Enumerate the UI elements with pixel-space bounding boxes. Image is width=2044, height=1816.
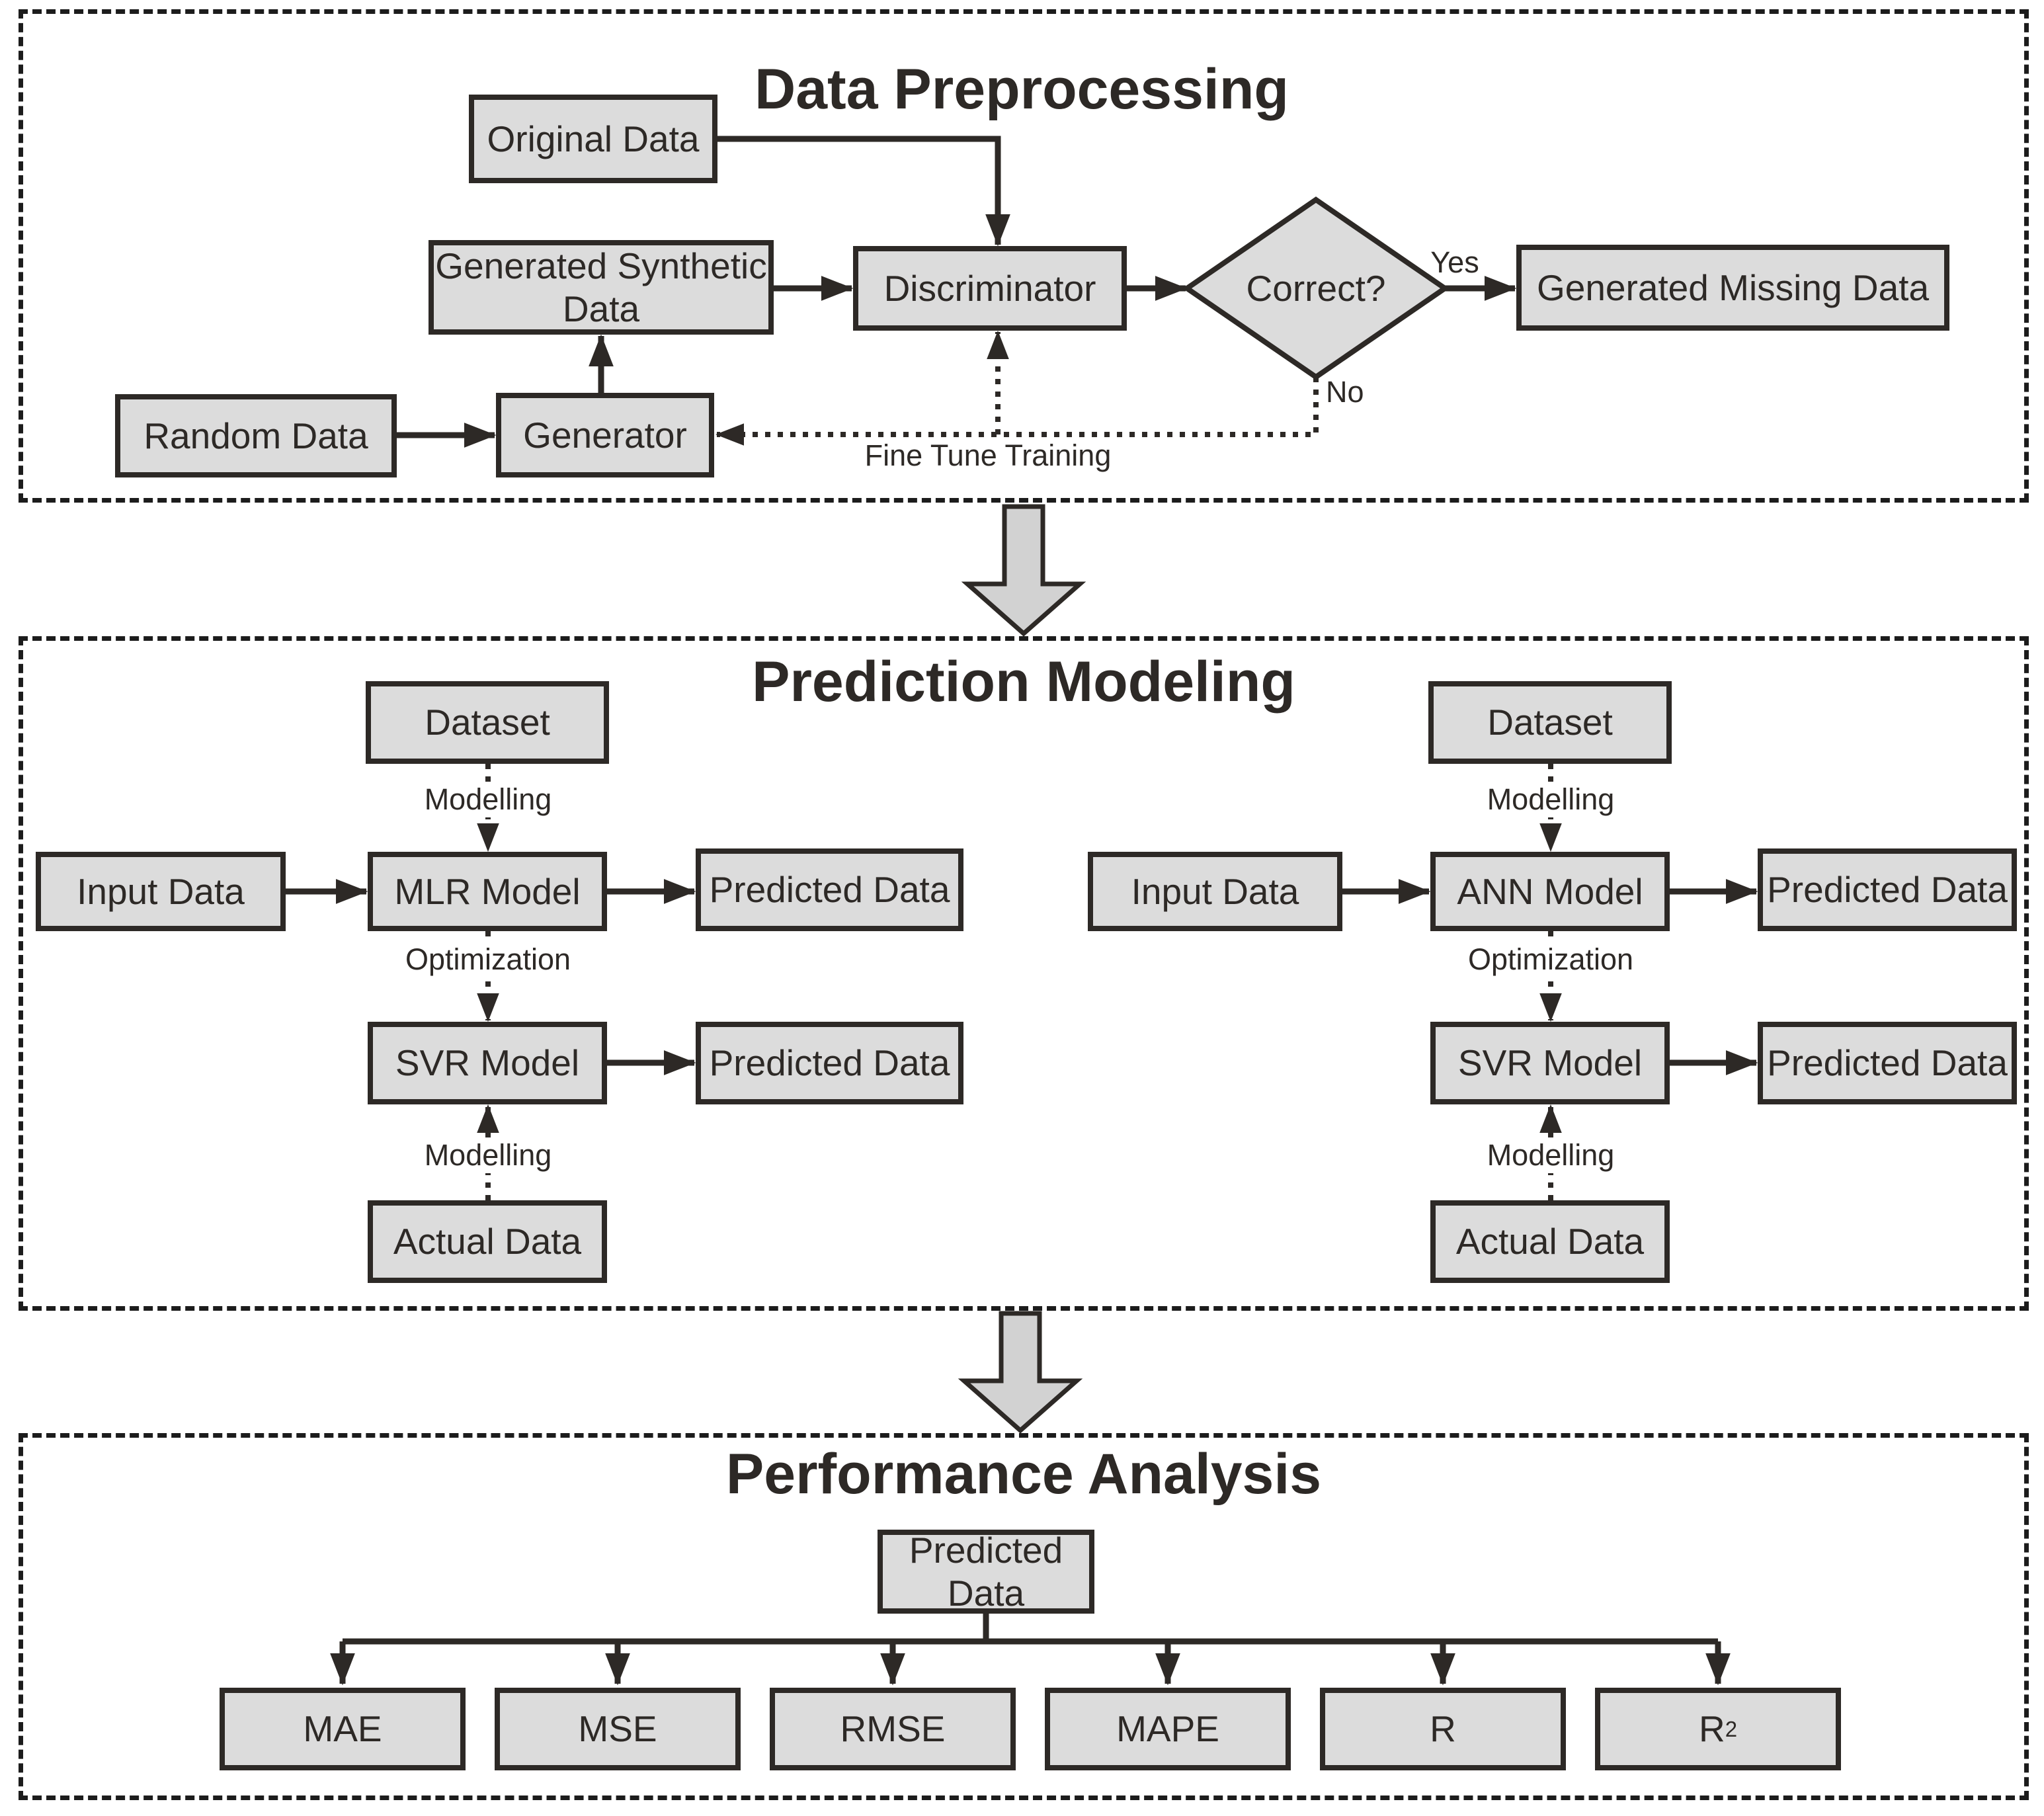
section-performance-analysis	[19, 1433, 2029, 1800]
edge-decision-no-to-generator	[715, 377, 1319, 446]
node-generator: Generator	[496, 393, 714, 477]
metric-label: R	[1698, 1708, 1725, 1750]
edge-label-modelling-ann-bottom: Modelling	[1480, 1137, 1621, 1173]
node-input-data-ann: Input Data	[1088, 852, 1342, 931]
node-metric-mae: MAE	[220, 1688, 466, 1770]
node-metric-rmse: RMSE	[770, 1688, 1016, 1770]
metric-label: MSE	[578, 1708, 657, 1750]
node-actual-data-right: Actual Data	[1430, 1200, 1670, 1283]
node-predicted-data-mlr-2: Predicted Data	[696, 1022, 963, 1104]
section-data-preprocessing	[19, 9, 2029, 503]
edge-label-modelling-ann-top: Modelling	[1480, 782, 1621, 817]
metric-label: R	[1430, 1708, 1456, 1750]
section-title-performance-analysis: Performance Analysis	[725, 1442, 1322, 1506]
metric-label: MAE	[303, 1708, 382, 1750]
node-decision-correct: Correct?	[1246, 268, 1386, 309]
node-metric-r: R	[1320, 1688, 1566, 1770]
section-transition-arrow-1	[961, 504, 1086, 637]
node-random-data: Random Data	[115, 394, 397, 477]
node-metric-mape: MAPE	[1045, 1688, 1291, 1770]
node-dataset-ann: Dataset	[1428, 681, 1672, 764]
section-title-prediction-modeling: Prediction Modeling	[752, 650, 1295, 714]
node-svr-model-left: SVR Model	[368, 1022, 607, 1104]
node-predicted-data-ann-2: Predicted Data	[1758, 1022, 2017, 1104]
edge-label-optimization-mlr: Optimization	[398, 942, 578, 977]
edge-label-modelling-mlr-bottom: Modelling	[417, 1137, 559, 1173]
node-mlr-model: MLR Model	[368, 852, 607, 931]
node-actual-data-left: Actual Data	[368, 1200, 607, 1283]
edge-label-modelling-mlr-top: Modelling	[417, 782, 559, 817]
decision-diamond	[1182, 196, 1450, 380]
edge-label-no: No	[1326, 375, 1364, 409]
node-original-data: Original Data	[469, 95, 717, 183]
node-input-data-mlr: Input Data	[36, 852, 286, 931]
edge-label-fine-tune-training: Fine Tune Training	[864, 438, 1112, 472]
node-dataset-mlr: Dataset	[366, 681, 609, 764]
node-generated-missing-data: Generated Missing Data	[1516, 245, 1949, 331]
node-predicted-data-mlr-1: Predicted Data	[696, 848, 963, 931]
node-generated-synthetic-data: Generated Synthetic Data	[429, 240, 774, 335]
edge-original-to-discriminator	[717, 136, 1010, 247]
metric-label: MAPE	[1116, 1708, 1219, 1750]
node-ann-model: ANN Model	[1430, 852, 1670, 931]
node-discriminator: Discriminator	[853, 246, 1127, 331]
section-transition-arrow-2	[958, 1311, 1083, 1434]
node-svr-model-right: SVR Model	[1430, 1022, 1670, 1104]
node-predicted-data-final: Predicted Data	[878, 1530, 1094, 1614]
section-title-data-preprocessing: Data Preprocessing	[755, 58, 1289, 121]
node-predicted-data-ann-1: Predicted Data	[1758, 848, 2017, 931]
section-prediction-modeling	[19, 636, 2029, 1311]
metric-label: RMSE	[840, 1708, 946, 1750]
node-metric-mse: MSE	[495, 1688, 741, 1770]
edge-label-optimization-ann: Optimization	[1461, 942, 1641, 977]
edge-label-yes: Yes	[1430, 245, 1479, 279]
